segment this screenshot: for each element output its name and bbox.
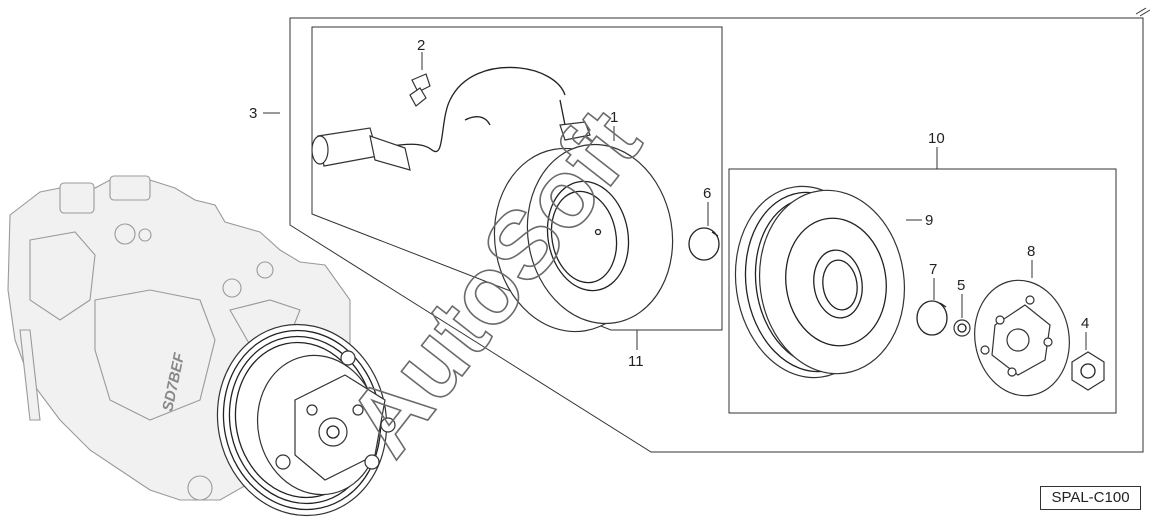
assembly-frame-11 — [311, 26, 723, 331]
part-9-pulley — [734, 185, 906, 379]
part-6-snap-ring — [688, 227, 720, 261]
part-1-field-coil — [493, 143, 674, 333]
reference-code-label: SPAL-C100 — [1040, 486, 1141, 510]
corner-mark — [1135, 7, 1151, 17]
callout-9: 9 — [925, 212, 933, 229]
part-7-snap-ring — [916, 300, 948, 336]
callout-11: 11 — [628, 353, 644, 370]
part-8-armature-plate — [974, 279, 1070, 397]
callout-4: 4 — [1081, 315, 1089, 332]
callout-8: 8 — [1027, 243, 1035, 260]
compressor-pulley — [216, 323, 396, 517]
assembly-frame-3 — [289, 17, 1144, 453]
callout-7: 7 — [929, 261, 937, 278]
callout-5: 5 — [957, 277, 965, 294]
wire-harness — [311, 66, 591, 171]
callout-10: 10 — [928, 130, 945, 147]
assembly-frame-10 — [728, 168, 1117, 414]
callout-6: 6 — [703, 185, 711, 202]
callout-1: 1 — [610, 109, 618, 126]
part-2-wire-clip — [409, 55, 431, 107]
callout-3: 3 — [249, 105, 257, 122]
part-5-shim — [953, 319, 971, 337]
callout-2: 2 — [417, 37, 425, 54]
part-4-nut — [1071, 351, 1105, 391]
